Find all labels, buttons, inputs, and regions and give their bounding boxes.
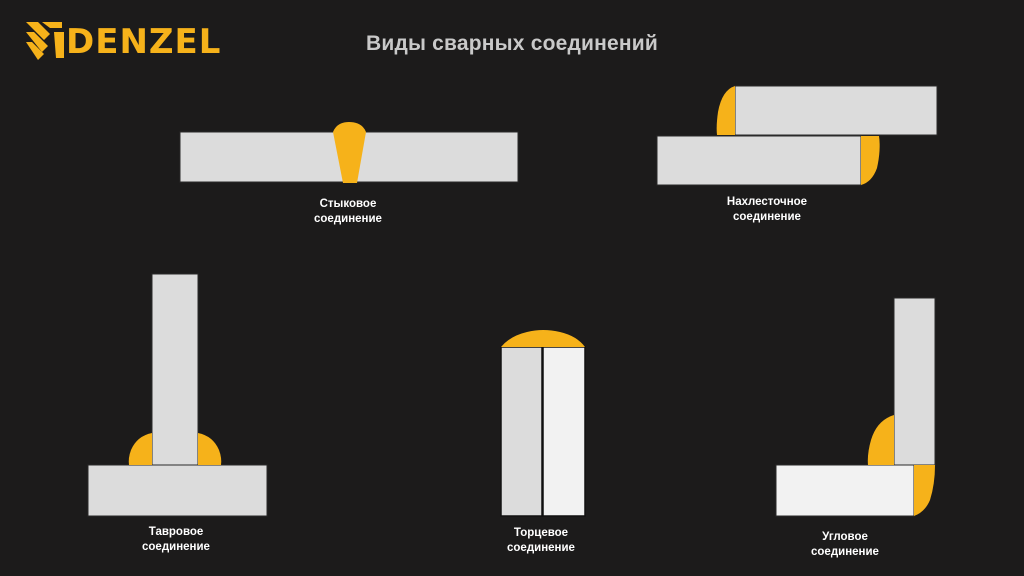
lap-plate-top (734, 85, 938, 136)
tee-joint-figure (87, 273, 268, 517)
edge-joint-figure (500, 330, 586, 517)
corner-joint-figure (775, 297, 936, 517)
butt-plate-left (179, 131, 348, 183)
page-title: Виды сварных соединений (365, 32, 659, 55)
tee-plate-vertical (151, 273, 199, 466)
tee-weld-left (128, 433, 152, 465)
lap-plate-bottom (656, 135, 862, 186)
brand-name: DENZEL (66, 22, 222, 62)
edge-plate-left (500, 346, 543, 517)
tee-weld-right (198, 433, 222, 465)
lap-weld-left (716, 86, 735, 135)
denzel-logo-icon (26, 22, 64, 60)
lap-weld-right (861, 136, 880, 185)
corner-weld-outer (914, 465, 935, 516)
corner-plate-vertical (893, 297, 936, 466)
butt-joint-figure (179, 122, 519, 183)
butt-weld (333, 122, 366, 183)
edge-plate-right (542, 346, 586, 517)
butt-plate-right (351, 131, 519, 183)
tee-plate-base (87, 464, 268, 517)
corner-weld-inner (867, 415, 894, 465)
corner-plate-horizontal (775, 464, 915, 517)
lap-joint-figure (656, 85, 938, 186)
edge-weld (501, 330, 585, 347)
